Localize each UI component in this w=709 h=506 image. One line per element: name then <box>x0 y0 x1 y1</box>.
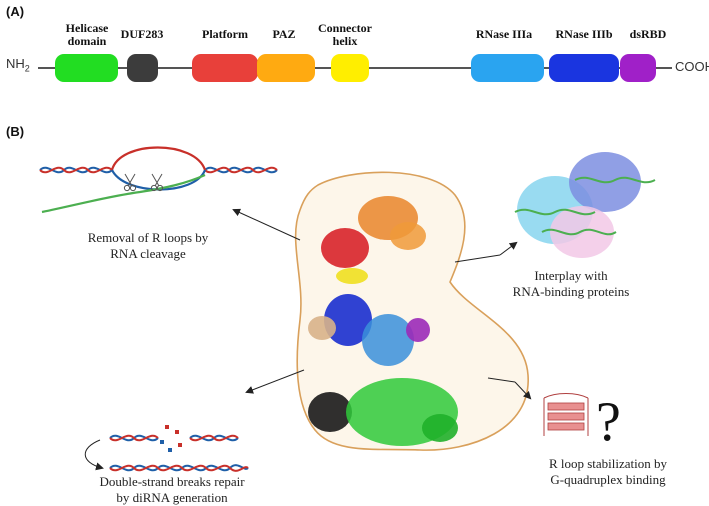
dsb-fragment-5 <box>168 448 172 452</box>
dsb-fragment-1 <box>165 425 169 429</box>
arrow-to-gquad <box>487 377 516 383</box>
gquadruplex-illustration <box>543 393 589 436</box>
domain-label-line: dsRBD <box>629 27 667 41</box>
scissors-blade-1 <box>154 173 163 187</box>
arrow-to-gquad-2 <box>514 381 532 400</box>
caption-line: G-quadruplex binding <box>550 472 666 487</box>
n-terminus-text: NH <box>6 56 25 71</box>
rloop-displaced-red-strand <box>110 146 207 171</box>
structure-tan <box>308 316 336 340</box>
arrow-to-interplay <box>454 254 501 263</box>
scissors-blade-2 <box>124 173 133 187</box>
domain-label-line: Helicase <box>65 21 109 35</box>
arrow-to-dsb <box>245 369 305 394</box>
panel-a-label: (A) <box>6 4 25 19</box>
dsb-top-red-right <box>189 434 239 442</box>
dsb-bottom-red <box>109 464 249 472</box>
domain-label-rnase-iiia: RNase IIIa <box>464 28 544 41</box>
scissors-handle-1 <box>123 184 131 192</box>
gquad-plane-3 <box>547 422 585 431</box>
gquad-backbone <box>543 393 589 436</box>
domain-box-helicase <box>55 54 118 82</box>
gquad-plane-2 <box>547 412 585 421</box>
caption-line: RNA-binding proteins <box>512 284 630 299</box>
helix-orange-group <box>358 196 426 250</box>
arrow-to-rloop-removal <box>232 208 301 241</box>
domain-label-platform: Platform <box>190 28 260 41</box>
rbp-rna-strand-2 <box>574 176 656 184</box>
scissors-blade-2 <box>151 173 160 187</box>
caption-line: Removal of R loops by <box>87 230 209 245</box>
caption-rloop-removal: Removal of R loops by RNA cleavage <box>58 230 238 262</box>
arrow-to-interplay-2 <box>499 241 518 256</box>
domain-label-line: domain <box>67 34 107 48</box>
panel-b-label: (B) <box>6 124 25 139</box>
domain-box-rnase-iiia <box>471 54 544 82</box>
domain-label-paz: PAZ <box>256 28 312 41</box>
rbp-rna-strand-1 <box>514 208 596 216</box>
structure-red <box>321 228 369 268</box>
dsb-fragment-2 <box>175 430 179 434</box>
domain-box-paz <box>257 54 315 82</box>
domain-label-line: DUF283 <box>120 27 164 41</box>
dna-strand-right-red <box>204 166 278 174</box>
domain-label-duf283: DUF283 <box>112 28 172 41</box>
domain-box-connector <box>331 54 369 82</box>
domain-label-line: Connector <box>318 21 372 35</box>
domain-label-line: RNase IIIb <box>555 27 613 41</box>
caption-line: by diRNA generation <box>116 490 228 505</box>
structure-yellow <box>336 268 368 284</box>
domain-label-line: Platform <box>202 27 248 41</box>
rloop-rna-strand <box>41 173 206 214</box>
dsb-top-red-left <box>109 434 159 442</box>
scissors-icon <box>123 173 137 192</box>
dsb-repair-curved-arrow <box>84 439 104 471</box>
scissors-blade-1 <box>127 173 136 187</box>
domain-box-platform <box>192 54 258 82</box>
c-terminus-label: COOH <box>675 59 709 74</box>
structure-light-blue <box>362 314 414 366</box>
domain-box-dsrbd <box>620 54 656 82</box>
domain-label-line: PAZ <box>272 27 296 41</box>
scissors-handle-2 <box>156 184 164 192</box>
caption-gquad: R loop stabilization by G-quadruplex bin… <box>518 456 698 488</box>
caption-line: Interplay with <box>534 268 608 283</box>
domain-label-connector: Connector helix <box>310 22 380 48</box>
rbp-rna-strand-3 <box>541 228 617 236</box>
n-terminus-label: NH2 <box>6 56 30 74</box>
rbp-illustration <box>514 152 656 258</box>
structure-orange-b <box>390 222 426 250</box>
protein-structure <box>308 196 458 446</box>
structure-black <box>308 392 352 432</box>
domain-label-line: RNase IIIa <box>475 27 533 41</box>
domain-box-rnase-iiib <box>549 54 619 82</box>
domain-label-helicase: Helicase domain <box>52 22 122 48</box>
caption-line: R loop stabilization by <box>548 456 668 471</box>
dsb-fragment-3 <box>160 440 164 444</box>
domain-label-line: helix <box>332 34 358 48</box>
caption-interplay: Interplay with RNA-binding proteins <box>486 268 656 300</box>
question-mark: ? <box>596 391 621 453</box>
dsb-fragment-4 <box>178 443 182 447</box>
scissors-handle-2 <box>129 184 137 192</box>
structure-purple <box>406 318 430 342</box>
domain-label-dsrbd: dsRBD <box>618 28 678 41</box>
rloop-illustration <box>39 146 278 214</box>
scissors-icon <box>150 173 164 192</box>
caption-line: Double-strand breaks repair <box>99 474 245 489</box>
domain-box-duf283 <box>127 54 158 82</box>
structure-green-b <box>422 414 458 442</box>
gquad-plane-1 <box>547 402 585 411</box>
scissors-handle-1 <box>150 184 158 192</box>
dna-strand-left-red <box>39 166 113 174</box>
dsb-illustration <box>84 425 249 472</box>
domain-label-rnase-iiib: RNase IIIb <box>544 28 624 41</box>
structure-blue <box>324 294 372 346</box>
caption-line: RNA cleavage <box>110 246 186 261</box>
n-terminus-subscript: 2 <box>24 63 30 74</box>
caption-dsb-repair: Double-strand breaks repair by diRNA gen… <box>72 474 272 506</box>
